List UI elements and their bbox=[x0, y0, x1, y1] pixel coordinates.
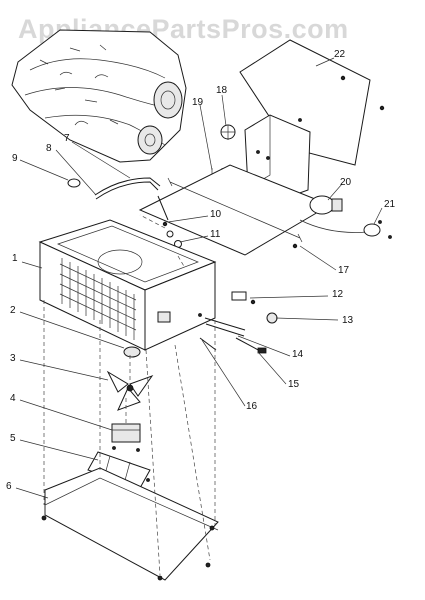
callout-5: 5 bbox=[10, 433, 16, 444]
callout-1: 1 bbox=[12, 253, 18, 264]
callout-8: 8 bbox=[46, 143, 52, 154]
callout-9: 9 bbox=[12, 153, 18, 164]
callout-18: 18 bbox=[216, 85, 228, 96]
leader-lines bbox=[15, 57, 383, 499]
callout-6: 6 bbox=[6, 481, 12, 492]
callout-3: 3 bbox=[10, 353, 16, 364]
callout-16: 16 bbox=[246, 401, 258, 412]
base-pan bbox=[41, 467, 219, 581]
fan-and-motor bbox=[106, 370, 154, 452]
lamp-assembly bbox=[299, 195, 392, 239]
assembly-guide-lines bbox=[43, 214, 216, 576]
callout-11: 11 bbox=[210, 229, 221, 240]
mounting-plate bbox=[138, 164, 332, 256]
hardware-parts bbox=[67, 177, 182, 254]
callout-7: 7 bbox=[64, 133, 70, 144]
callout-13: 13 bbox=[342, 315, 354, 326]
callout-17: 17 bbox=[338, 265, 350, 276]
control-parts bbox=[123, 291, 278, 358]
callout-19: 19 bbox=[192, 97, 204, 108]
callout-12: 12 bbox=[332, 289, 344, 300]
callout-15: 15 bbox=[288, 379, 300, 390]
callout-4: 4 bbox=[10, 393, 16, 404]
main-cabinet bbox=[38, 219, 217, 351]
callout-14: 14 bbox=[292, 349, 304, 360]
callout-2: 2 bbox=[10, 305, 16, 316]
callout-10: 10 bbox=[210, 209, 222, 220]
log-set bbox=[11, 29, 187, 163]
callout-22: 22 bbox=[334, 49, 346, 60]
callout-20: 20 bbox=[340, 177, 352, 188]
callout-21: 21 bbox=[384, 199, 396, 210]
